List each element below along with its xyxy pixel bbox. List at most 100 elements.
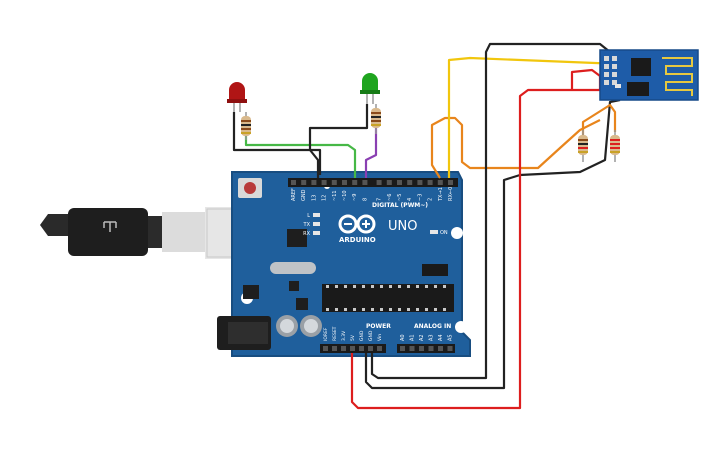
pin-socket[interactable] [359,346,364,351]
wire-orange [581,103,617,135]
digital-header [288,178,458,187]
pin-socket[interactable] [397,180,402,185]
wire-black [364,98,621,390]
arduino-brand: ARDUINO [339,236,376,244]
wifi-module[interactable] [599,49,699,101]
analog-header-label: ANALOG IN [414,323,451,330]
resistor[interactable] [241,112,251,140]
status-led-label: TX [303,222,311,228]
status-led [313,222,320,226]
pin-socket[interactable] [438,346,443,351]
red-led[interactable] [227,82,247,112]
pin-socket[interactable] [417,180,423,185]
pin-socket[interactable] [291,180,296,185]
wire-black [232,112,322,175]
pin-socket[interactable] [448,180,453,185]
wire-purple [364,128,378,178]
analog-pin-label: A3 [429,334,435,341]
pin-socket[interactable] [437,180,443,185]
status-led-label: L [307,213,310,219]
digital-pin-label: ~3 [417,194,423,201]
analog-header [397,344,455,353]
icsp-header [422,264,448,276]
pin-socket[interactable] [342,180,347,185]
power-pin-label: GND [368,330,374,341]
pin-socket[interactable] [321,180,327,185]
power-pin-label: RESET [332,326,338,341]
digital-pin-label: 4 [407,198,413,201]
pin-socket[interactable] [332,346,337,351]
module-pin[interactable] [612,56,617,61]
module-pin[interactable] [604,72,609,77]
mounting-hole [451,227,463,239]
digital-header-label: DIGITAL (PWM~) [372,202,428,209]
digital-pin-label: ~6 [387,194,393,201]
module-pin[interactable] [604,80,609,85]
power-header-label: POWER [366,323,391,330]
small-chip [296,298,308,310]
pin-socket[interactable] [311,180,317,185]
wire-green [244,125,357,178]
module-pin[interactable] [612,72,617,77]
pin-socket[interactable] [368,346,373,351]
digital-pin-label: RX←0 [448,187,454,201]
on-led [430,230,438,234]
pin-socket[interactable] [377,346,382,351]
analog-pin-label: A2 [419,334,425,341]
digital-pin-label: 2 [428,198,434,201]
wire-yellow [447,56,621,178]
usb-chip [287,229,307,247]
pin-socket[interactable] [323,346,328,351]
wire-black [308,104,369,178]
pin-socket[interactable] [407,180,413,185]
module-pin[interactable] [612,80,617,85]
pin-socket[interactable] [447,346,453,351]
pin-socket[interactable] [362,180,368,185]
pin-socket[interactable] [427,180,433,185]
wire-orange [430,116,601,179]
analog-pin-label: A1 [410,334,416,341]
green-led[interactable] [360,73,380,104]
analog-pin-label: A4 [438,334,444,341]
power-pin-label: Vin [377,334,383,341]
pin-socket[interactable] [352,180,358,185]
module-pin[interactable] [604,56,609,61]
pin-socket[interactable] [428,346,434,351]
pin-socket[interactable] [386,180,392,185]
digital-pin-label: 8 [362,198,368,201]
resistor[interactable] [578,130,588,162]
digital-pin-label: GND [301,189,307,201]
power-pin-label: 3.3V [341,330,347,341]
board-model: UNO [388,219,417,234]
microcontroller [322,284,454,312]
digital-pin-label: ~11 [332,190,338,201]
pin-socket[interactable] [350,346,355,351]
pin-socket[interactable] [331,180,337,185]
wire-black [370,42,611,380]
digital-pin-label: 12 [322,195,328,201]
status-led-label: RX [303,231,310,237]
status-led [313,231,320,235]
digital-pin-label: TX→1 [438,187,444,202]
pin-socket[interactable] [341,346,346,351]
module-chip [631,58,651,76]
pin-socket[interactable] [400,346,405,351]
reset-button-cap[interactable] [244,182,256,194]
pin-socket[interactable] [419,346,424,351]
arduino-board[interactable]: ARDUINO UNO DIGITAL (PWM~) POWER ANALOG … [217,171,471,357]
pin-socket[interactable] [376,180,382,185]
power-pin-label: GND [359,330,365,341]
resistor[interactable] [371,104,381,134]
digital-pin-label: ~10 [342,190,348,201]
mounting-hole [455,321,467,333]
pin-socket[interactable] [301,180,307,185]
digital-pin-label: 13 [311,195,317,201]
power-pin-label: 5V [350,334,356,341]
resistor[interactable] [610,130,620,162]
status-led [313,213,320,217]
module-pin[interactable] [604,64,609,69]
pin-socket[interactable] [409,346,415,351]
module-pin[interactable] [612,64,617,69]
analog-pin-label: A5 [448,334,454,341]
